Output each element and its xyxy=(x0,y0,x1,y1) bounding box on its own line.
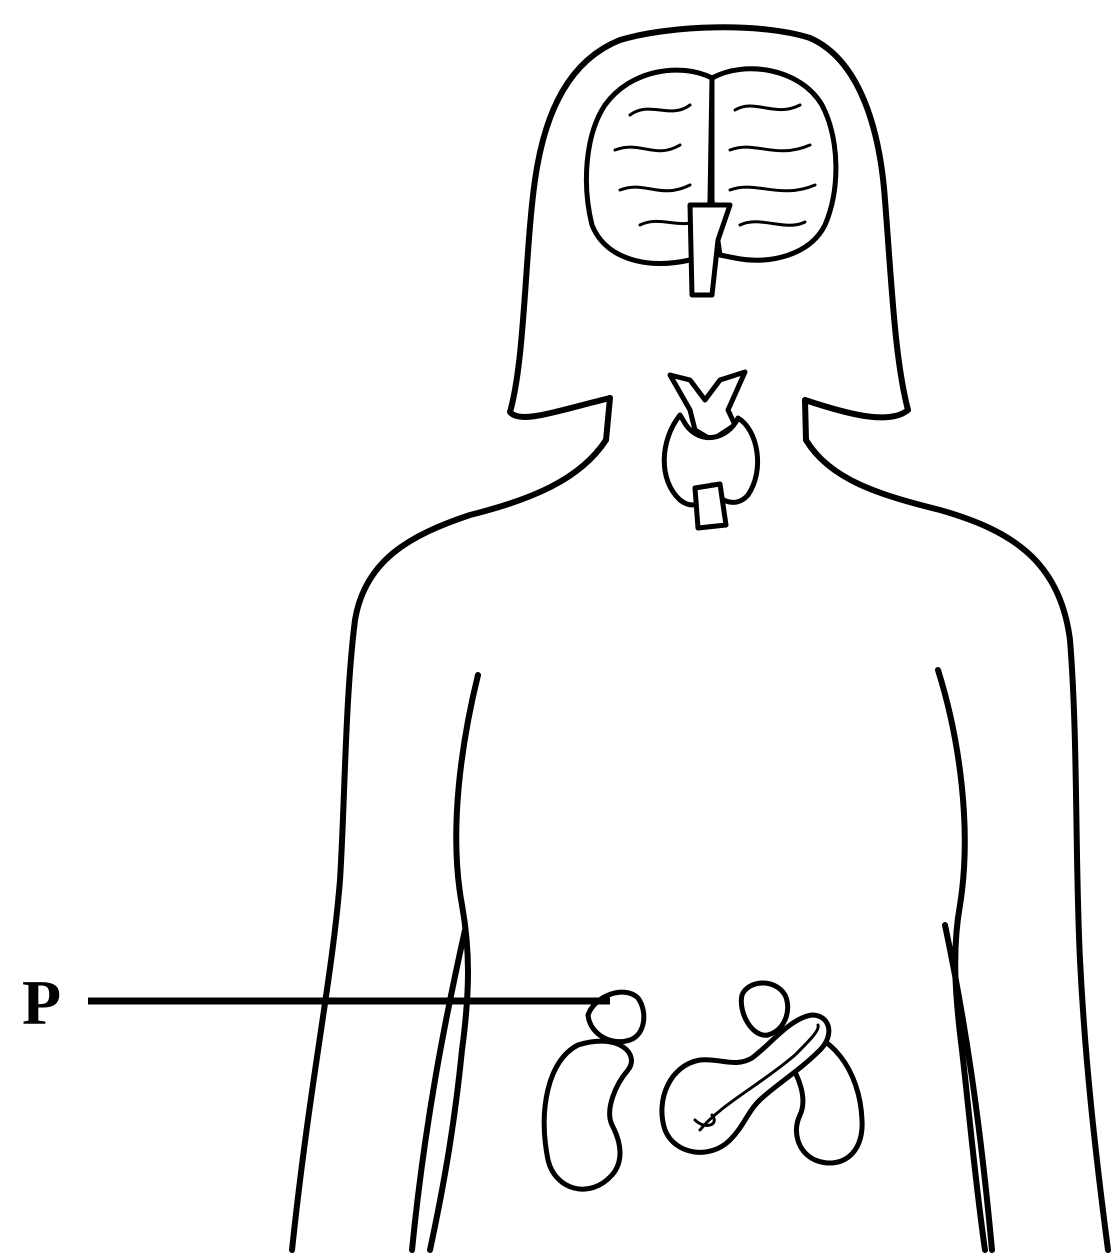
left-kidney-adrenal xyxy=(544,992,644,1189)
thyroid-gland xyxy=(664,372,757,528)
kidney-left xyxy=(544,1041,631,1189)
brain xyxy=(586,69,835,295)
label-p: P xyxy=(22,967,61,1038)
pancreas-right-kidney xyxy=(662,983,862,1163)
adrenal-gland-right xyxy=(741,983,787,1035)
